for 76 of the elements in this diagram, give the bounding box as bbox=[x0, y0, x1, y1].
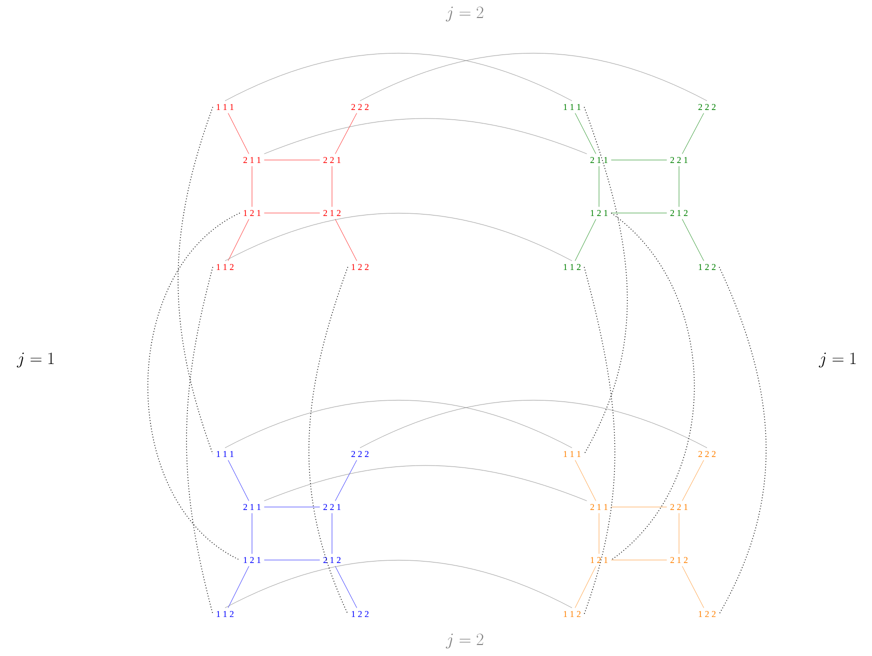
node-label: 1 1 2 bbox=[216, 611, 234, 617]
axis-label: $j = 2$ bbox=[446, 6, 484, 22]
node-label: 2 1 2 bbox=[323, 210, 340, 216]
connector bbox=[308, 266, 348, 614]
connector bbox=[682, 218, 704, 262]
node-label: 2 2 1 bbox=[670, 504, 688, 510]
node-label: 2 1 1 bbox=[243, 157, 260, 163]
connector bbox=[224, 212, 572, 262]
node-label: 1 1 1 bbox=[216, 451, 234, 457]
connector bbox=[584, 266, 616, 614]
node-label: 2 2 2 bbox=[698, 104, 716, 110]
connector bbox=[598, 512, 600, 554]
node-label: 2 1 2 bbox=[670, 557, 688, 563]
connector bbox=[682, 566, 704, 608]
connector bbox=[178, 106, 214, 454]
node-label: 2 2 1 bbox=[670, 157, 688, 163]
node-label: 1 1 1 bbox=[216, 104, 234, 110]
node-label: 1 1 2 bbox=[564, 264, 580, 270]
connector bbox=[335, 218, 357, 262]
connector bbox=[574, 566, 596, 608]
connector bbox=[678, 166, 680, 208]
node-label: 2 1 1 bbox=[590, 504, 608, 510]
node-label: 1 2 2 bbox=[698, 611, 716, 617]
connector bbox=[224, 400, 572, 448]
axis-label: $j = 1$ bbox=[818, 352, 856, 368]
connector bbox=[264, 118, 587, 154]
connector bbox=[228, 218, 250, 262]
connector bbox=[228, 566, 250, 608]
connector bbox=[335, 566, 357, 608]
node-label: 1 1 1 bbox=[564, 104, 580, 110]
connector bbox=[228, 112, 250, 154]
node-label: 2 1 1 bbox=[243, 504, 260, 510]
axis-label: $j = 2$ bbox=[446, 634, 484, 649]
connector bbox=[264, 465, 587, 502]
node-label: 1 1 1 bbox=[564, 451, 580, 457]
connector bbox=[574, 112, 596, 154]
connector bbox=[264, 506, 320, 508]
connector bbox=[678, 512, 680, 554]
connector bbox=[360, 52, 708, 102]
node-label: 2 2 1 bbox=[323, 157, 340, 163]
connector bbox=[147, 212, 240, 560]
connector bbox=[718, 266, 766, 614]
node-label: 2 1 2 bbox=[670, 210, 688, 216]
node-label: 1 2 1 bbox=[590, 210, 608, 216]
node-label: 1 2 2 bbox=[352, 611, 368, 617]
node-label: 1 1 2 bbox=[216, 264, 234, 270]
node-label: 2 2 2 bbox=[351, 451, 368, 457]
node-label: 1 2 1 bbox=[590, 557, 608, 563]
connector bbox=[335, 112, 357, 154]
connector bbox=[360, 400, 708, 448]
node-label: 1 2 2 bbox=[698, 264, 716, 270]
connector bbox=[186, 266, 214, 614]
connector bbox=[611, 506, 667, 508]
node-label: 2 2 2 bbox=[351, 104, 368, 110]
connector bbox=[574, 218, 596, 262]
connector bbox=[611, 212, 667, 214]
connector bbox=[584, 106, 628, 454]
connector bbox=[610, 212, 695, 560]
connector bbox=[682, 112, 704, 154]
connector bbox=[598, 166, 600, 208]
connector bbox=[682, 460, 704, 502]
node-label: 1 2 1 bbox=[244, 557, 260, 563]
node-label: 2 2 2 bbox=[698, 451, 716, 457]
node-label: 1 2 1 bbox=[244, 210, 260, 216]
node-label: 2 1 2 bbox=[323, 557, 340, 563]
axis-label: $j = 1$ bbox=[16, 352, 54, 368]
connector bbox=[335, 460, 357, 502]
connector bbox=[264, 212, 320, 214]
node-label: 1 2 2 bbox=[352, 264, 368, 270]
node-label: 2 2 1 bbox=[323, 504, 340, 510]
connector bbox=[224, 560, 572, 608]
connector bbox=[228, 460, 250, 502]
node-label: 1 1 2 bbox=[564, 611, 580, 617]
connector bbox=[224, 52, 572, 102]
connector bbox=[574, 460, 596, 502]
node-label: 2 1 1 bbox=[590, 157, 608, 163]
